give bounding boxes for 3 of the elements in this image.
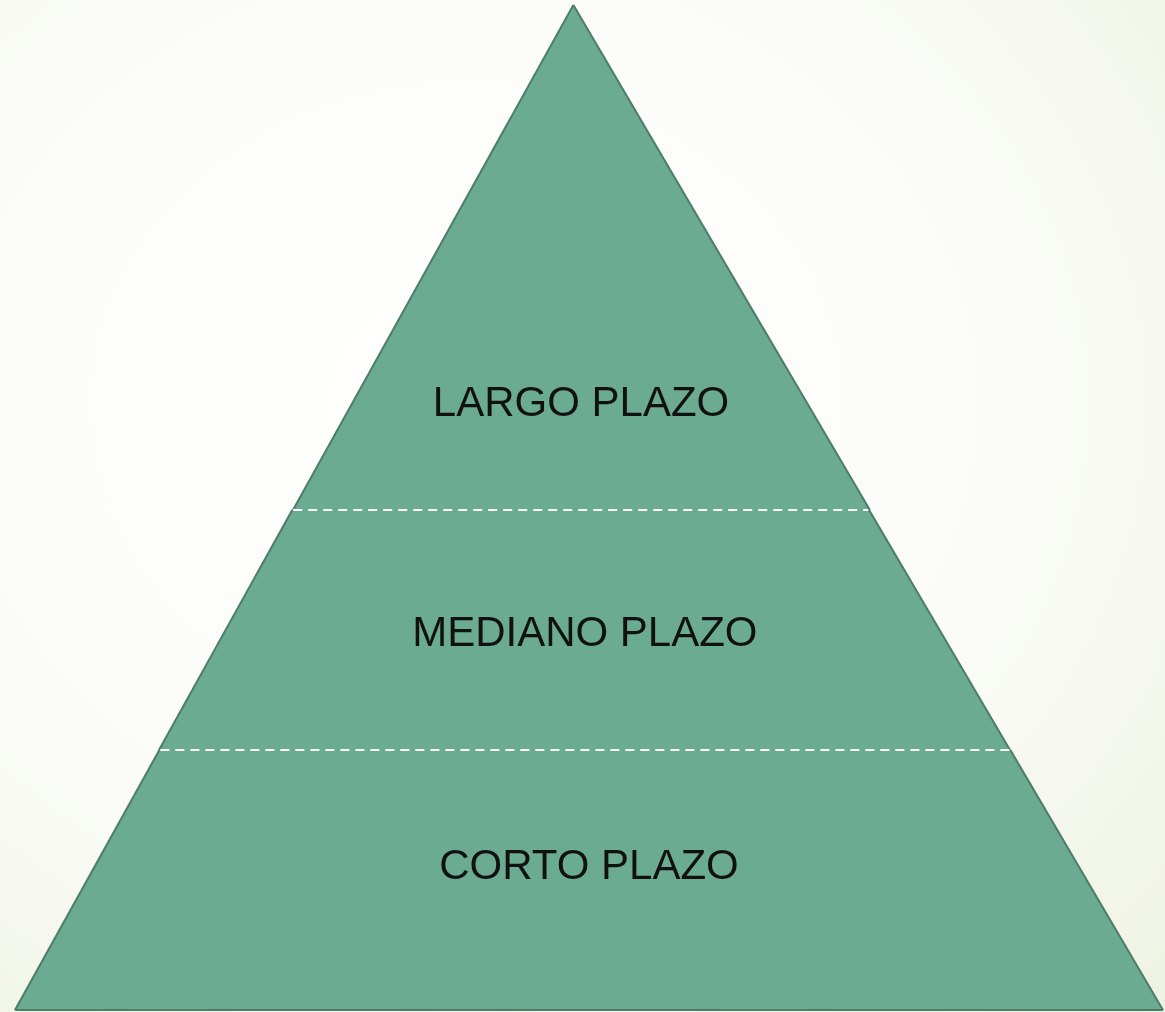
- tier-label: CORTO PLAZO: [439, 844, 739, 886]
- tier-label: LARGO PLAZO: [432, 381, 730, 423]
- tier-label: MEDIANO PLAZO: [412, 611, 758, 653]
